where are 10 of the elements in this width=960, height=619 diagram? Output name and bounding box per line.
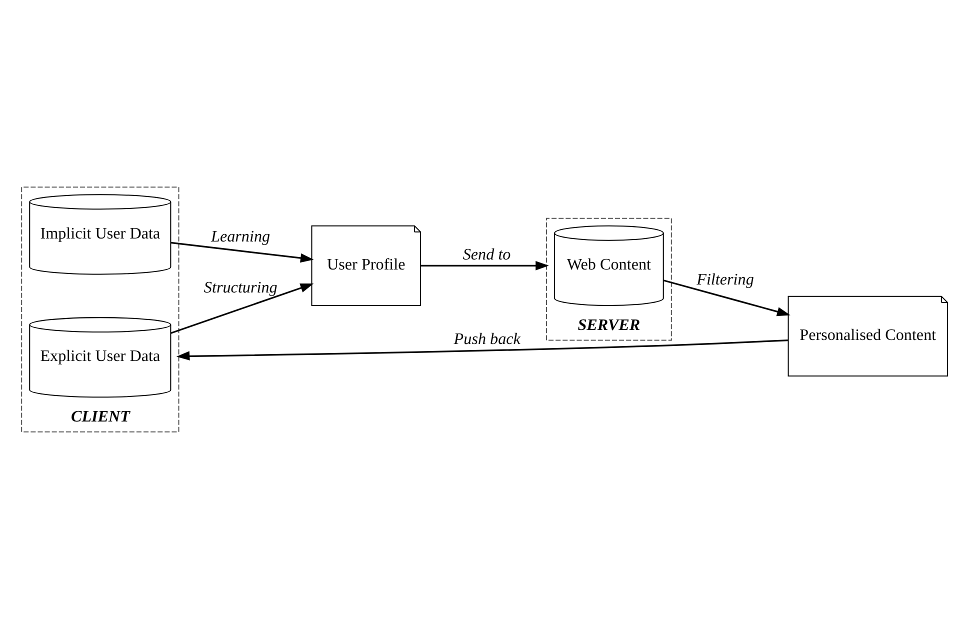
arrow bbox=[170, 284, 314, 334]
edge-label: Filtering bbox=[696, 272, 754, 289]
edge-label: Structuring bbox=[203, 280, 277, 297]
edge-label: Push back bbox=[453, 331, 520, 348]
edge-label: Learning bbox=[210, 228, 270, 246]
arrow bbox=[662, 280, 790, 316]
arrow bbox=[176, 340, 788, 360]
arrow bbox=[420, 261, 548, 270]
edge-label: Send to bbox=[462, 246, 510, 264]
arrow bbox=[170, 242, 314, 263]
